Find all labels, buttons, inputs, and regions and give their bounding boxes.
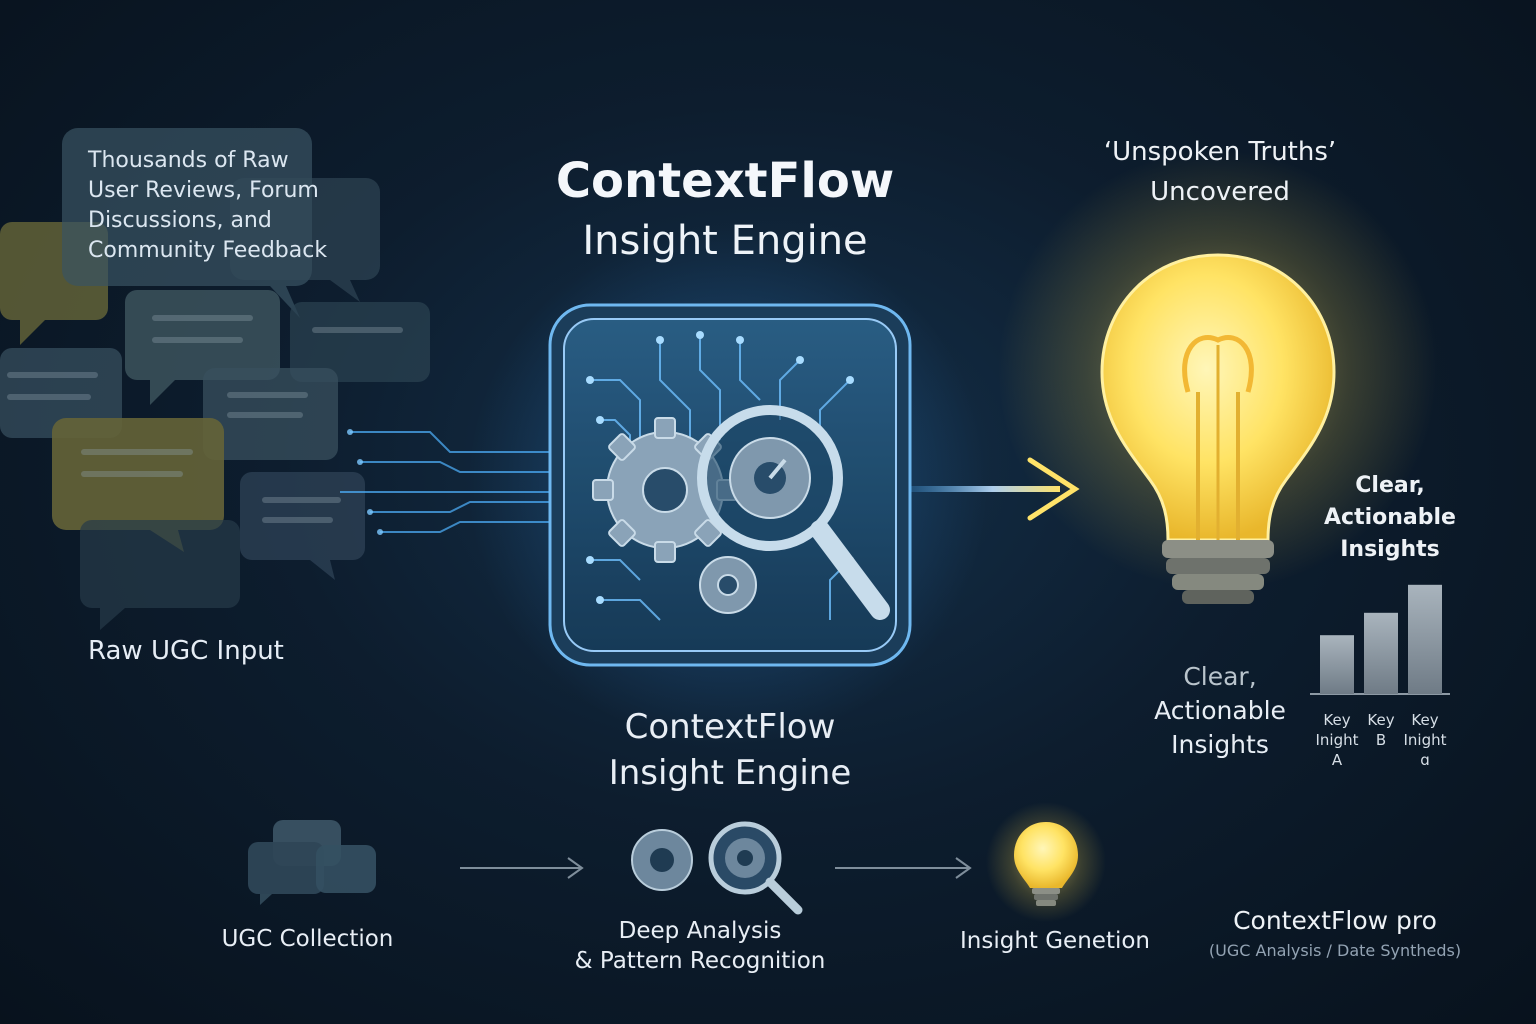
bar-label-line: ɑ — [1420, 751, 1430, 769]
step-label-line: & Pattern Recognition — [574, 948, 826, 974]
insights-center-line: Insights — [1171, 730, 1269, 759]
lightbulb-icon — [998, 150, 1438, 604]
truths-line2: Uncovered — [1150, 177, 1290, 207]
pipeline-arrow-1 — [460, 857, 584, 879]
insights-center-line: Actionable — [1154, 696, 1286, 725]
bar-label-line: A — [1331, 751, 1343, 769]
bar-1 — [1364, 612, 1398, 694]
brand-name: ContextFlow pro — [1233, 906, 1437, 935]
magnifier-icon — [697, 405, 890, 620]
insights-right-label: Clear, Actionable Insights — [1320, 470, 1460, 566]
gear-small-icon — [699, 556, 757, 614]
speech-bubbles-icon — [0, 128, 430, 630]
step-ugc-collection: UGC Collection — [200, 924, 415, 954]
step-label-line: Deep Analysis — [618, 918, 782, 944]
raw-input-label: Raw UGC Input — [88, 636, 284, 666]
step-label-line: UGC Collection — [221, 926, 394, 952]
insights-right-line: Insights — [1340, 537, 1440, 562]
insights-right-line: Clear, — [1355, 473, 1425, 498]
bar-label-line: Key — [1367, 711, 1395, 729]
pipeline-chat-bubbles-icon — [248, 820, 376, 905]
pipeline-arrow-2 — [835, 857, 972, 879]
input-caption-line: Community Feedback — [88, 238, 328, 263]
input-caption: Thousands of Raw User Reviews, Forum Dis… — [88, 146, 358, 266]
truths-line1: ‘Unspoken Truths’ — [1103, 137, 1337, 167]
bar-2 — [1408, 584, 1442, 694]
input-caption-line: Discussions, and — [88, 208, 272, 233]
bar-label-line: Key — [1323, 711, 1351, 729]
engine-caption-line2: Insight Engine — [608, 753, 852, 793]
engine-title: ContextFlow — [555, 153, 895, 209]
engine-caption-line1: ContextFlow — [624, 707, 836, 747]
brand-block: ContextFlow pro (UGC Analysis / Date Syn… — [1200, 906, 1470, 960]
pipeline-lightbulb-icon — [986, 802, 1106, 922]
input-caption-line: Thousands of Raw — [88, 148, 289, 173]
bar-label-line: Inight — [1403, 731, 1447, 749]
insight-engine-box — [468, 225, 988, 745]
step-insight-generation: Insight Genetion — [945, 926, 1165, 956]
engine-subtitle: Insight Engine — [582, 218, 868, 264]
bar-0 — [1320, 635, 1354, 694]
insights-center-label: Clear, Actionable Insights — [1130, 660, 1310, 762]
step-label-line: Insight Genetion — [960, 928, 1150, 954]
key-insights-bar-chart — [1310, 584, 1450, 695]
engine-caption: ContextFlow Insight Engine — [560, 704, 900, 796]
bar-label-line: B — [1375, 731, 1387, 749]
pipeline-gears-magnifier-icon — [631, 821, 803, 915]
brand-subtitle: (UGC Analysis / Date Syntheds) — [1208, 941, 1462, 960]
step-deep-analysis: Deep Analysis & Pattern Recognition — [560, 916, 840, 976]
insights-center-line: Clear, — [1183, 662, 1257, 691]
bar-label-line: Key — [1411, 711, 1439, 729]
input-caption-line: User Reviews, Forum — [88, 178, 319, 203]
data-flow-nodes — [347, 429, 383, 535]
unspoken-truths-label: ‘Unspoken Truths’ Uncovered — [1060, 132, 1380, 212]
bar-label-line: Inight — [1315, 731, 1359, 749]
insights-right-line: Actionable — [1324, 505, 1456, 530]
